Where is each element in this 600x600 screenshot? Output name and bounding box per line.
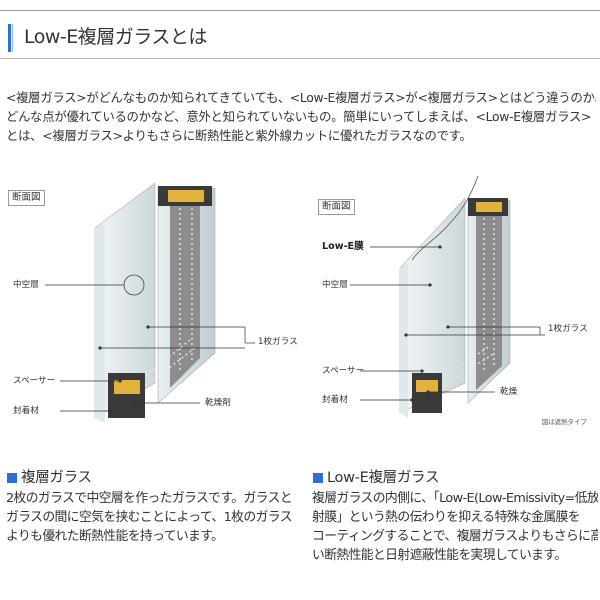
right-body-line: 複層ガラスの内側に、「Low-E(Low-Emissivity=低放 <box>312 491 598 506</box>
label-single-glass-left: 1枚ガラス <box>258 337 298 347</box>
top-desiccant <box>168 190 204 202</box>
diagram-note: 図は遮熱タイプ <box>542 418 587 426</box>
right-body-line: コーティングすることで、複層ガラスよりもさらに高 <box>312 529 598 544</box>
section-marker-icon <box>7 473 17 483</box>
lowe-film-curve <box>411 175 479 261</box>
left-section-label: 断面図 <box>8 190 45 206</box>
label-spacer-left: スペーサー <box>13 376 56 386</box>
bottom-desiccant <box>114 380 140 394</box>
label-desiccant-left: 乾燥剤 <box>205 398 231 408</box>
left-body-line: ガラスの間に空気を挟むことによって、1枚のガラス <box>6 510 293 525</box>
hollow-layer <box>170 196 200 388</box>
label-single-glass-right: 1枚ガラス <box>548 324 588 334</box>
header-accent-bar-light <box>12 24 13 52</box>
label-sealant-right: 封着材 <box>322 395 348 405</box>
left-body-line: 2枚のガラスで中空層を作ったガラスです。ガラスと <box>6 491 293 506</box>
header-accent-bar <box>8 24 11 52</box>
hollow-layer <box>476 206 502 390</box>
left-body-line: よりも優れた断熱性能を持っています。 <box>6 529 224 544</box>
right-section-label: 断面図 <box>318 199 355 215</box>
label-sealant-left: 封着材 <box>13 406 39 416</box>
top-divider <box>0 10 600 11</box>
left-glass-cross-section <box>45 182 255 423</box>
intro-line: どんな点が優れているのかなど、意外と知られていないもの。簡単にいってしまえば、<… <box>6 109 592 124</box>
right-section-body: 複層ガラスの内側に、「Low-E(Low-Emissivity=低放 射膜」とい… <box>312 489 598 565</box>
section-marker-icon <box>313 473 323 483</box>
label-spacer-right: スペーサー <box>322 366 365 376</box>
left-section-title: 複層ガラス <box>21 470 92 486</box>
header-divider <box>0 58 600 59</box>
top-desiccant <box>476 202 502 212</box>
bottom-spacer <box>108 373 145 418</box>
label-hollow-left: 中空層 <box>13 280 39 290</box>
intro-line: <複層ガラス>がどんなものか知られてきていても、<Low-E複層ガラス>が<複層… <box>6 90 596 105</box>
label-lowe-film: Low-E膜 <box>322 241 364 252</box>
right-body-line: 射膜」という熱の伝わりを抑える特殊な金属膜を <box>312 510 581 525</box>
intro-paragraph: <複層ガラス>がどんなものか知られてきていても、<Low-E複層ガラス>が<複層… <box>6 88 596 145</box>
right-body-line: い断熱性能と日射遮蔽性能を実現しています。 <box>312 548 567 563</box>
left-section-body: 2枚のガラスで中空層を作ったガラスです。ガラスと ガラスの間に空気を挟むことによ… <box>6 489 296 546</box>
label-desiccant-right: 乾燥 <box>500 387 518 397</box>
right-section-title: Low-E複層ガラス <box>327 470 440 486</box>
label-hollow-right: 中空層 <box>322 280 348 290</box>
page-title: Low-E複層ガラスとは <box>24 26 207 48</box>
bottom-desiccant <box>416 380 438 392</box>
intro-line: とは、<複層ガラス>よりもさらに断熱性能と紫外線カットに優れたガラスなのです。 <box>6 128 472 143</box>
right-glass-cross-section <box>350 175 545 418</box>
